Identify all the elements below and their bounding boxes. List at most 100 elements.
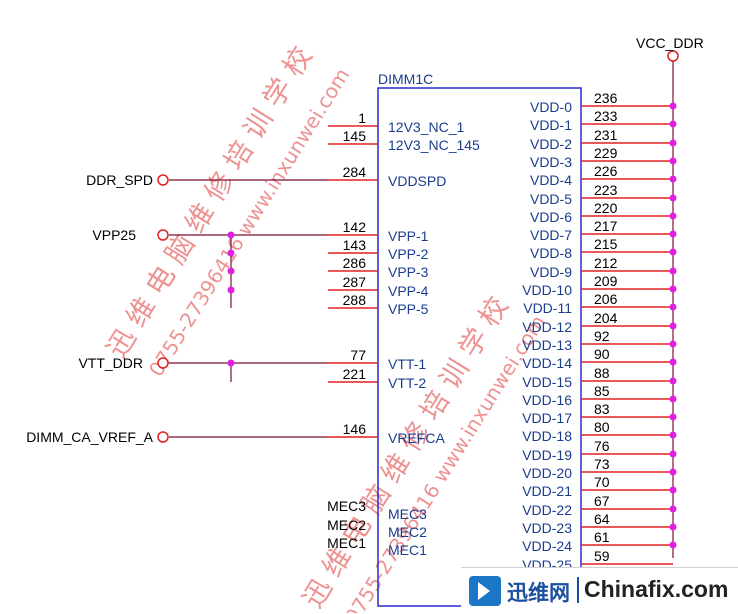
junction-dot	[227, 231, 235, 239]
pin-name: VDD-18	[522, 428, 572, 444]
junction-dot	[669, 377, 677, 385]
pin-number: 215	[594, 236, 618, 252]
net-dimm-ca-vref-a: DIMM_CA_VREF_A	[26, 429, 153, 445]
pin-name: 12V3_NC_1	[388, 119, 464, 135]
pin-name: VTT-1	[388, 356, 426, 372]
junction-dot	[669, 395, 677, 403]
pin-name: VREFCA	[388, 430, 445, 446]
pin-name: VDD-3	[530, 154, 572, 170]
junction-dot	[669, 322, 677, 330]
pin-name: VDD-2	[530, 136, 572, 152]
pin-number: 83	[594, 401, 610, 417]
pin-name: VDD-4	[530, 172, 572, 188]
net-mec1: MEC1	[327, 535, 366, 551]
net-mec3: MEC3	[327, 498, 366, 514]
junction-dot	[669, 523, 677, 531]
left-pin: MEC3	[388, 506, 427, 522]
left-pin: MEC1	[388, 542, 427, 558]
junction-dot	[669, 505, 677, 513]
pin-name: VDD-7	[530, 227, 572, 243]
junction-dot	[669, 285, 677, 293]
net-vtt-ddr: VTT_DDR	[78, 355, 143, 371]
pin-number: 64	[594, 511, 610, 527]
junction-dot	[669, 267, 677, 275]
pin-number: 76	[594, 438, 610, 454]
pin-number: 284	[343, 164, 367, 180]
badge-brand-en: Chinafix.com	[584, 576, 729, 602]
pin-number: 145	[343, 128, 367, 144]
pin-name: VDD-13	[522, 337, 572, 353]
pin-name: VDD-10	[522, 282, 572, 298]
junction-dot	[669, 102, 677, 110]
refdes-label: DIMM1C	[378, 71, 433, 87]
junction-dot	[669, 303, 677, 311]
pin-number: 231	[594, 127, 618, 143]
junction-dot	[669, 157, 677, 165]
vpp25-port	[157, 229, 169, 241]
junction-dot	[669, 139, 677, 147]
pin-name: VPP-5	[388, 301, 429, 317]
pin-name: MEC1	[388, 542, 427, 558]
pin-number: 286	[343, 255, 367, 271]
pin-name: VPP-1	[388, 228, 429, 244]
vcc-ddr-port	[667, 50, 679, 62]
junction-dot	[227, 286, 235, 294]
junction-dot	[669, 358, 677, 366]
pin-name: VDD-17	[522, 410, 572, 426]
pin-number: 70	[594, 474, 610, 490]
badge-brand-cn: 迅维网	[507, 581, 570, 605]
pin-name: VPP-3	[388, 264, 429, 280]
pin-number: 1	[358, 110, 366, 126]
pin-number: 287	[343, 274, 367, 290]
pin-name: VTT-2	[388, 375, 426, 391]
pin-name: VDD-5	[530, 191, 572, 207]
pin-name: VDD-9	[530, 264, 572, 280]
pin-number: 204	[594, 310, 618, 326]
pin-number: 206	[594, 291, 618, 307]
pin-name: VDD-23	[522, 520, 572, 536]
junction-dot	[669, 248, 677, 256]
left-pins: 112V3_NC_114512V3_NC_145284VDDSPD142VPP-…	[328, 110, 480, 558]
pin-name: VDDSPD	[388, 173, 446, 189]
pin-number: 59	[594, 548, 610, 564]
left-pin: MEC2	[388, 524, 427, 540]
pin-number: 220	[594, 200, 618, 216]
pin-name: VDD-14	[522, 355, 572, 371]
pin-number: 143	[343, 237, 367, 253]
pin-name: VDD-22	[522, 502, 572, 518]
junction-dot	[227, 249, 235, 257]
badge-divider	[577, 577, 579, 603]
net-ports: VCC_DDR DDR_SPD VPP25 VTT_DDR DIMM_CA_VR…	[26, 35, 704, 551]
junction-dot	[669, 413, 677, 421]
pin-name: VDD-15	[522, 374, 572, 390]
pin-number: 77	[350, 347, 366, 363]
pin-number: 209	[594, 273, 618, 289]
watermark-text-upper: 迅 维 电 脑 维 修 培 训 学 校	[100, 41, 319, 364]
pin-name: VDD-6	[530, 209, 572, 225]
pin-number: 217	[594, 218, 618, 234]
junction-dot	[669, 541, 677, 549]
net-ddr-spd: DDR_SPD	[86, 172, 153, 188]
site-badge: 迅维网 Chinafix.com	[461, 567, 738, 614]
junction-dot	[669, 175, 677, 183]
